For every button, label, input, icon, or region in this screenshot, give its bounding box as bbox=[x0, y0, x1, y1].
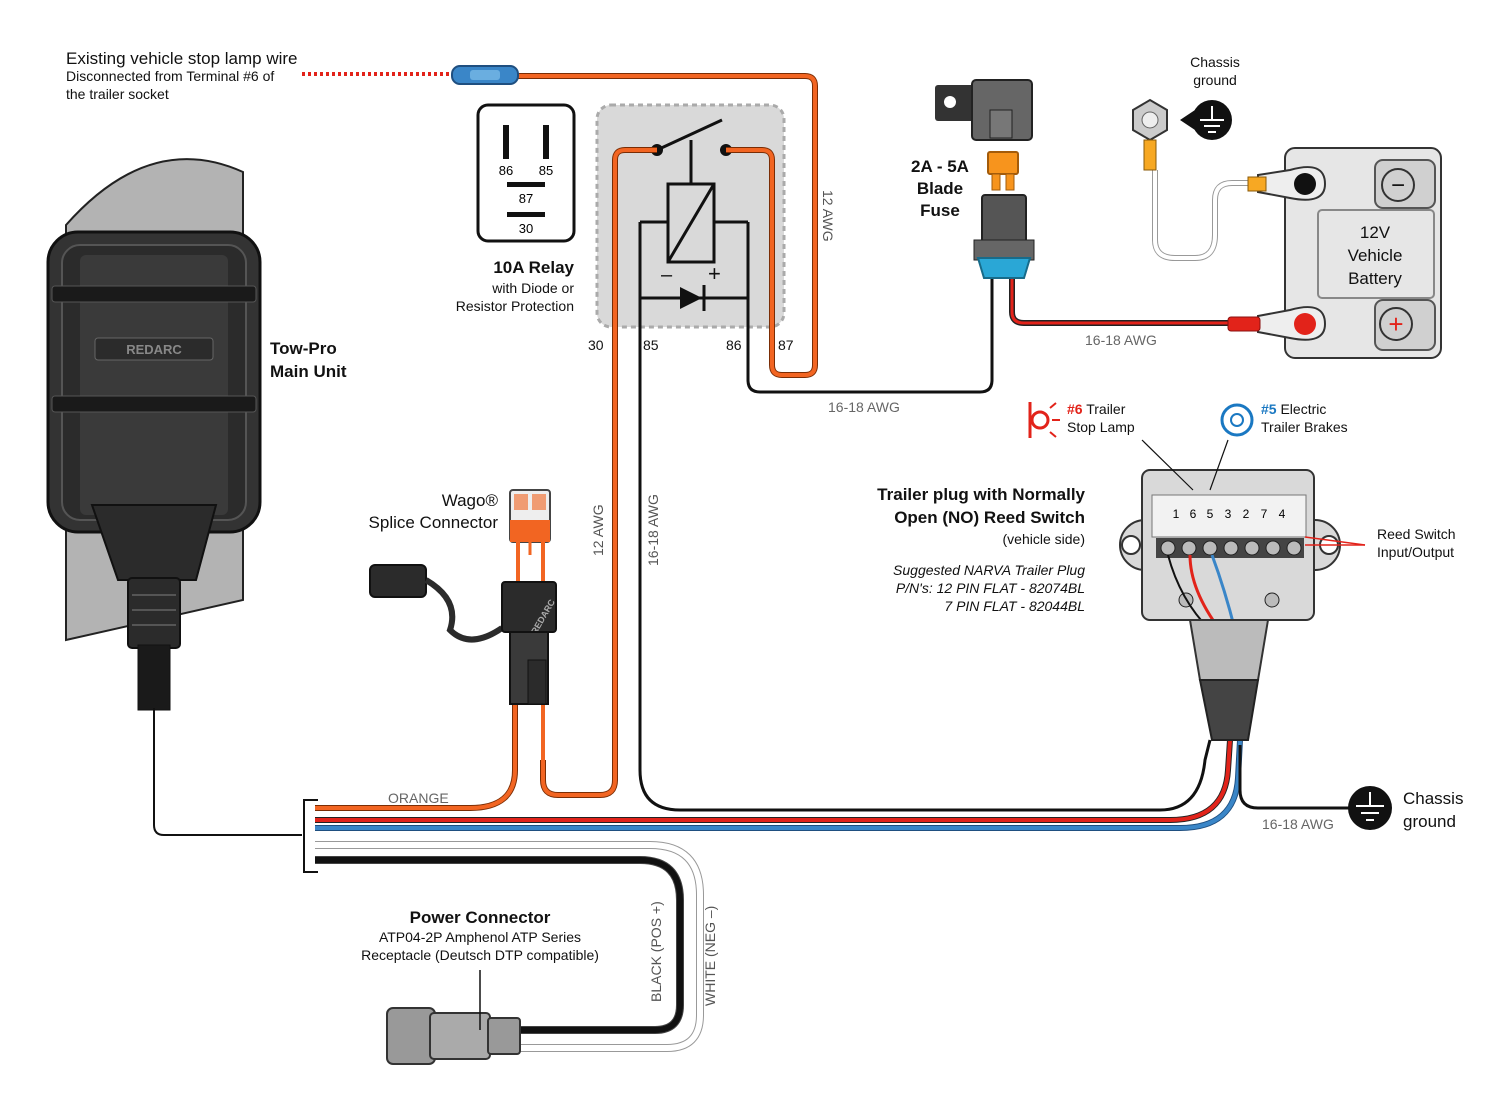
chassis-ground-lug-top bbox=[1132, 98, 1232, 171]
relay-legend-86: 86 bbox=[499, 163, 513, 178]
plug-pin-2: 2 bbox=[1243, 507, 1250, 521]
trailer-plug-label-2: Open (NO) Reed Switch bbox=[894, 508, 1085, 527]
awg-label-ground: 16-18 AWG bbox=[1262, 816, 1334, 832]
reed-switch-label-1: Reed Switch bbox=[1377, 526, 1456, 542]
awg-label-relay-fuse: 16-18 AWG bbox=[828, 399, 900, 415]
chassis-ground-top-1: Chassis bbox=[1190, 54, 1240, 70]
power-connector-line-1: ATP04-2P Amphenol ATP Series bbox=[378, 929, 582, 945]
narva-note-2: P/N's: 12 PIN FLAT - 82074BL bbox=[895, 580, 1085, 596]
wago-label-2: Splice Connector bbox=[368, 513, 498, 532]
battery-plus-sign: + bbox=[1388, 309, 1403, 339]
brake-pin-text-1: Electric bbox=[1280, 401, 1327, 417]
awg-label-battery: 16-18 AWG bbox=[1085, 332, 1157, 348]
relay-legend-85: 85 bbox=[539, 163, 553, 178]
fuse-label-3: Fuse bbox=[920, 201, 960, 220]
power-connector bbox=[386, 970, 521, 1065]
stop-lamp-pin-line-1: #6 Trailer bbox=[1067, 400, 1125, 418]
relay-schematic: – + bbox=[595, 103, 786, 340]
electric-brake-icon bbox=[1220, 403, 1254, 437]
plug-pin-5: 5 bbox=[1207, 507, 1214, 521]
relay-sub-2: Resistor Protection bbox=[455, 298, 574, 314]
battery-label-2: Vehicle bbox=[1347, 246, 1403, 265]
trailer-plug-label-1: Trailer plug with Normally bbox=[877, 485, 1085, 504]
relay-legend-30: 30 bbox=[519, 221, 533, 236]
main-unit-brand: REDARC bbox=[126, 342, 182, 357]
narva-note-3: 7 PIN FLAT - 82044BL bbox=[944, 598, 1085, 614]
reed-switch-label-2: Input/Output bbox=[1377, 544, 1455, 560]
plug-pin-4: 4 bbox=[1279, 507, 1286, 521]
chassis-ground-right-icon bbox=[1348, 786, 1392, 830]
wire-label-white: WHITE (NEG –) bbox=[702, 905, 718, 1006]
trailer-plug: 1 6 5 3 2 7 4 bbox=[1119, 469, 1366, 741]
battery-label-1: 12V bbox=[1359, 223, 1391, 242]
stop-lamp-pin-number: #6 bbox=[1067, 401, 1083, 417]
chassis-ground-right-2: ground bbox=[1403, 812, 1456, 831]
stop-lamp-note-2: the trailer socket bbox=[66, 86, 169, 102]
relay-coil-plus: + bbox=[708, 261, 721, 286]
blade-fuse-assembly bbox=[935, 79, 1035, 279]
stop-lamp-pin-text-1: Trailer bbox=[1086, 401, 1126, 417]
brake-pin-number: #5 bbox=[1261, 401, 1277, 417]
inline-butt-connector bbox=[451, 65, 519, 85]
plug-pin-3: 3 bbox=[1225, 507, 1232, 521]
relay-coil-minus: – bbox=[661, 264, 673, 286]
stop-lamp-icon bbox=[1028, 402, 1060, 438]
battery-label-3: Battery bbox=[1348, 269, 1402, 288]
trailer-plug-label-3: (vehicle side) bbox=[1002, 531, 1085, 547]
wago-label-1: Wago® bbox=[441, 491, 498, 510]
battery-minus-sign: − bbox=[1391, 172, 1405, 199]
relay-pin-30: 30 bbox=[588, 337, 604, 353]
wire-label-orange: ORANGE bbox=[388, 790, 449, 806]
stop-lamp-pin-text-2: Stop Lamp bbox=[1067, 419, 1135, 435]
awg-label-12-right: 12 AWG bbox=[820, 190, 836, 242]
tow-pro-main-unit: REDARC bbox=[46, 158, 262, 711]
power-connector-line-2: Receptacle (Deutsch DTP compatible) bbox=[361, 947, 599, 963]
inline-fuse-holder: REDARC bbox=[369, 564, 557, 705]
chassis-ground-top-2: ground bbox=[1193, 72, 1237, 88]
brake-pin-text-2: Trailer Brakes bbox=[1261, 419, 1348, 435]
plug-pin-1: 1 bbox=[1173, 507, 1180, 521]
wires bbox=[153, 72, 1355, 1052]
relay-sub-1: with Diode or bbox=[492, 280, 574, 296]
fuse-label-2: Blade bbox=[916, 179, 964, 198]
brake-pin-line-1: #5 Electric bbox=[1261, 400, 1326, 418]
awg-label-16-vertical: 16-18 AWG bbox=[645, 494, 661, 566]
plug-pin-6: 6 bbox=[1190, 507, 1197, 521]
relay-pin-87: 87 bbox=[778, 337, 794, 353]
wire-label-black: BLACK (POS +) bbox=[648, 901, 664, 1002]
chassis-ground-right-1: Chassis bbox=[1403, 789, 1464, 808]
relay-pin-86: 86 bbox=[726, 337, 742, 353]
stop-lamp-title: Existing vehicle stop lamp wire bbox=[66, 49, 298, 68]
relay-pin-legend: 86 85 87 30 bbox=[476, 103, 576, 243]
relay-pin-85: 85 bbox=[643, 337, 659, 353]
narva-note-1: Suggested NARVA Trailer Plug bbox=[893, 562, 1085, 578]
relay-title: 10A Relay bbox=[493, 258, 574, 277]
fuse-label-1: 2A - 5A bbox=[911, 157, 969, 176]
vehicle-battery: − + bbox=[1227, 147, 1442, 359]
relay-legend-87: 87 bbox=[519, 191, 533, 206]
power-connector-title: Power Connector bbox=[409, 908, 551, 927]
awg-label-12-left: 12 AWG bbox=[590, 504, 606, 556]
plug-pin-7: 7 bbox=[1261, 507, 1268, 521]
stop-lamp-note-1: Disconnected from Terminal #6 of bbox=[66, 68, 275, 84]
main-unit-label-1: Tow-Pro bbox=[270, 339, 337, 358]
main-unit-label-2: Main Unit bbox=[270, 362, 347, 381]
